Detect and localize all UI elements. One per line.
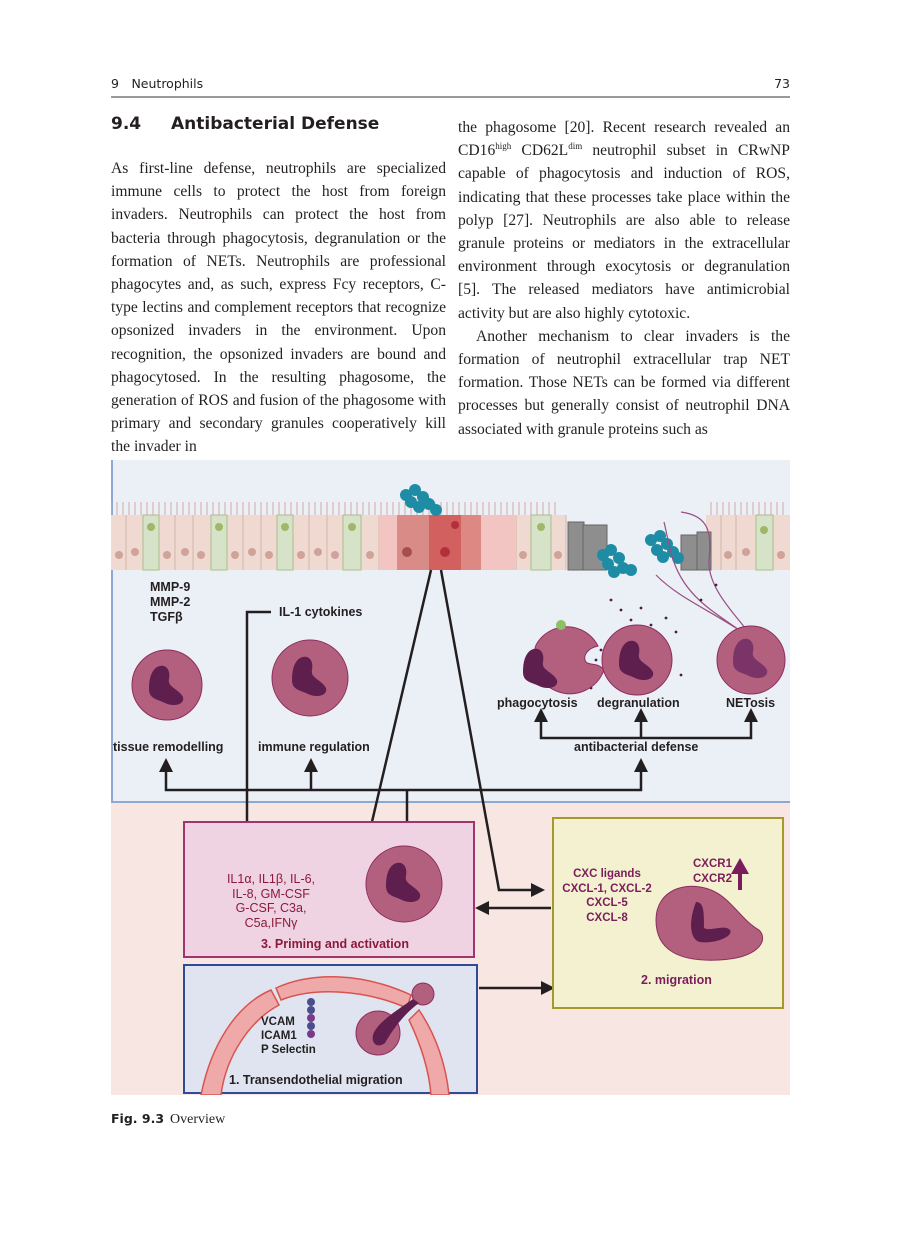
- section-number: 9.4: [111, 114, 142, 134]
- figure-caption: Fig. 9.3 Overview: [111, 1111, 225, 1128]
- paragraph: the phagosome [20]. Recent research reve…: [458, 116, 790, 325]
- upregulation-arrow-icon: [731, 858, 749, 890]
- phagocytosis-label: phagocytosis: [497, 696, 578, 710]
- text-run: neutrophil subset in CRwNP capable of ph…: [458, 142, 790, 322]
- text-run: CD62L: [511, 142, 569, 160]
- paragraph: As first-line defense, neutrophils are s…: [111, 160, 446, 456]
- transendothelial-title: 1. Transendothelial migration: [229, 1073, 403, 1087]
- section-heading: 9.4 Antibacterial Defense: [111, 114, 379, 134]
- adhesion-label: VCAM: [261, 1016, 295, 1028]
- section-title: Antibacterial Defense: [171, 114, 380, 134]
- page-number: 73: [774, 76, 790, 91]
- neutrophil-migrating-icon: [655, 885, 764, 961]
- superscript: high: [495, 141, 512, 152]
- receptor-label: CXCR2: [693, 872, 732, 885]
- adhesion-label: P Selectin: [261, 1044, 316, 1056]
- receptor-label: CXCR1: [693, 858, 732, 870]
- figure-overview: MMP-9 MMP-2 TGFβ IL-1 cytokines tissue r…: [111, 460, 790, 1095]
- degranulation-label: degranulation: [597, 696, 680, 710]
- right-column: the phagosome [20]. Recent research reve…: [458, 116, 790, 441]
- il1-label: IL-1 cytokines: [279, 605, 363, 619]
- neutrophil-phagocytosis-icon: [523, 620, 605, 695]
- figure-label: Fig. 9.3: [111, 1111, 165, 1126]
- immune-regulation-label: immune regulation: [258, 740, 370, 754]
- receptors-list: CXCR1 CXCR2: [693, 857, 732, 886]
- ligand-label: CXCL-5: [586, 897, 628, 909]
- adhesion-molecules-icon: [307, 998, 315, 1038]
- ligand-label: CXCL-8: [586, 911, 628, 924]
- superscript: dim: [568, 141, 583, 152]
- mediator-label: IL1α, IL1β, IL-6,: [226, 872, 316, 886]
- running-head: 9 Neutrophils 73: [111, 72, 790, 94]
- migration-title: 2. migration: [641, 973, 712, 987]
- neutrophil-extravasating-icon: [355, 982, 435, 1056]
- ligand-label: CXCL-1, CXCL-2: [562, 882, 652, 895]
- neutrophil-icon: [131, 649, 203, 721]
- priming-title: 3. Priming and activation: [261, 937, 409, 951]
- left-column: As first-line defense, neutrophils are s…: [111, 157, 446, 459]
- antibacterial-defense-label: antibacterial defense: [574, 740, 699, 754]
- neutrophil-icon: [365, 845, 443, 923]
- chapter-title: 9 Neutrophils: [111, 76, 204, 91]
- header-rule: [111, 96, 790, 98]
- text-run: the phagosome [20]. Recent research reve…: [458, 119, 790, 160]
- mediator-label: MMP-9: [150, 580, 191, 594]
- adhesion-list: VCAM ICAM1 P Selectin: [261, 1015, 316, 1057]
- mediator-label: MMP-2: [150, 595, 191, 609]
- mediators-list: MMP-9 MMP-2 TGFβ: [150, 580, 190, 625]
- figure-graphic: [111, 460, 790, 1095]
- priming-mediators-list: IL1α, IL1β, IL-6, IL-8, GM-CSF G-CSF, C3…: [221, 872, 321, 930]
- paragraph: Another mechanism to clear invaders is t…: [458, 327, 790, 438]
- ligand-label: CXC ligands: [573, 868, 641, 880]
- mediator-label: IL-8, GM-CSF: [232, 886, 310, 901]
- neutrophil-icon: [271, 639, 349, 717]
- netosis-label: NETosis: [726, 696, 776, 710]
- neutrophil-degranulation-icon: [601, 624, 673, 696]
- adhesion-label: ICAM1: [261, 1030, 297, 1042]
- cxc-ligands-list: CXC ligands CXCL-1, CXCL-2 CXCL-5 CXCL-8: [557, 867, 657, 925]
- mediator-label: TGFβ: [150, 610, 183, 624]
- tissue-remodelling-label: tissue remodelling: [113, 740, 224, 754]
- mediator-label: G-CSF, C3a,: [235, 901, 307, 915]
- bacteria-icon: [400, 484, 684, 578]
- neutrophil-netosis-icon: [716, 625, 786, 695]
- figure-caption-text: Overview: [170, 1112, 226, 1127]
- mediator-label: C5a,IFNγ: [244, 915, 298, 930]
